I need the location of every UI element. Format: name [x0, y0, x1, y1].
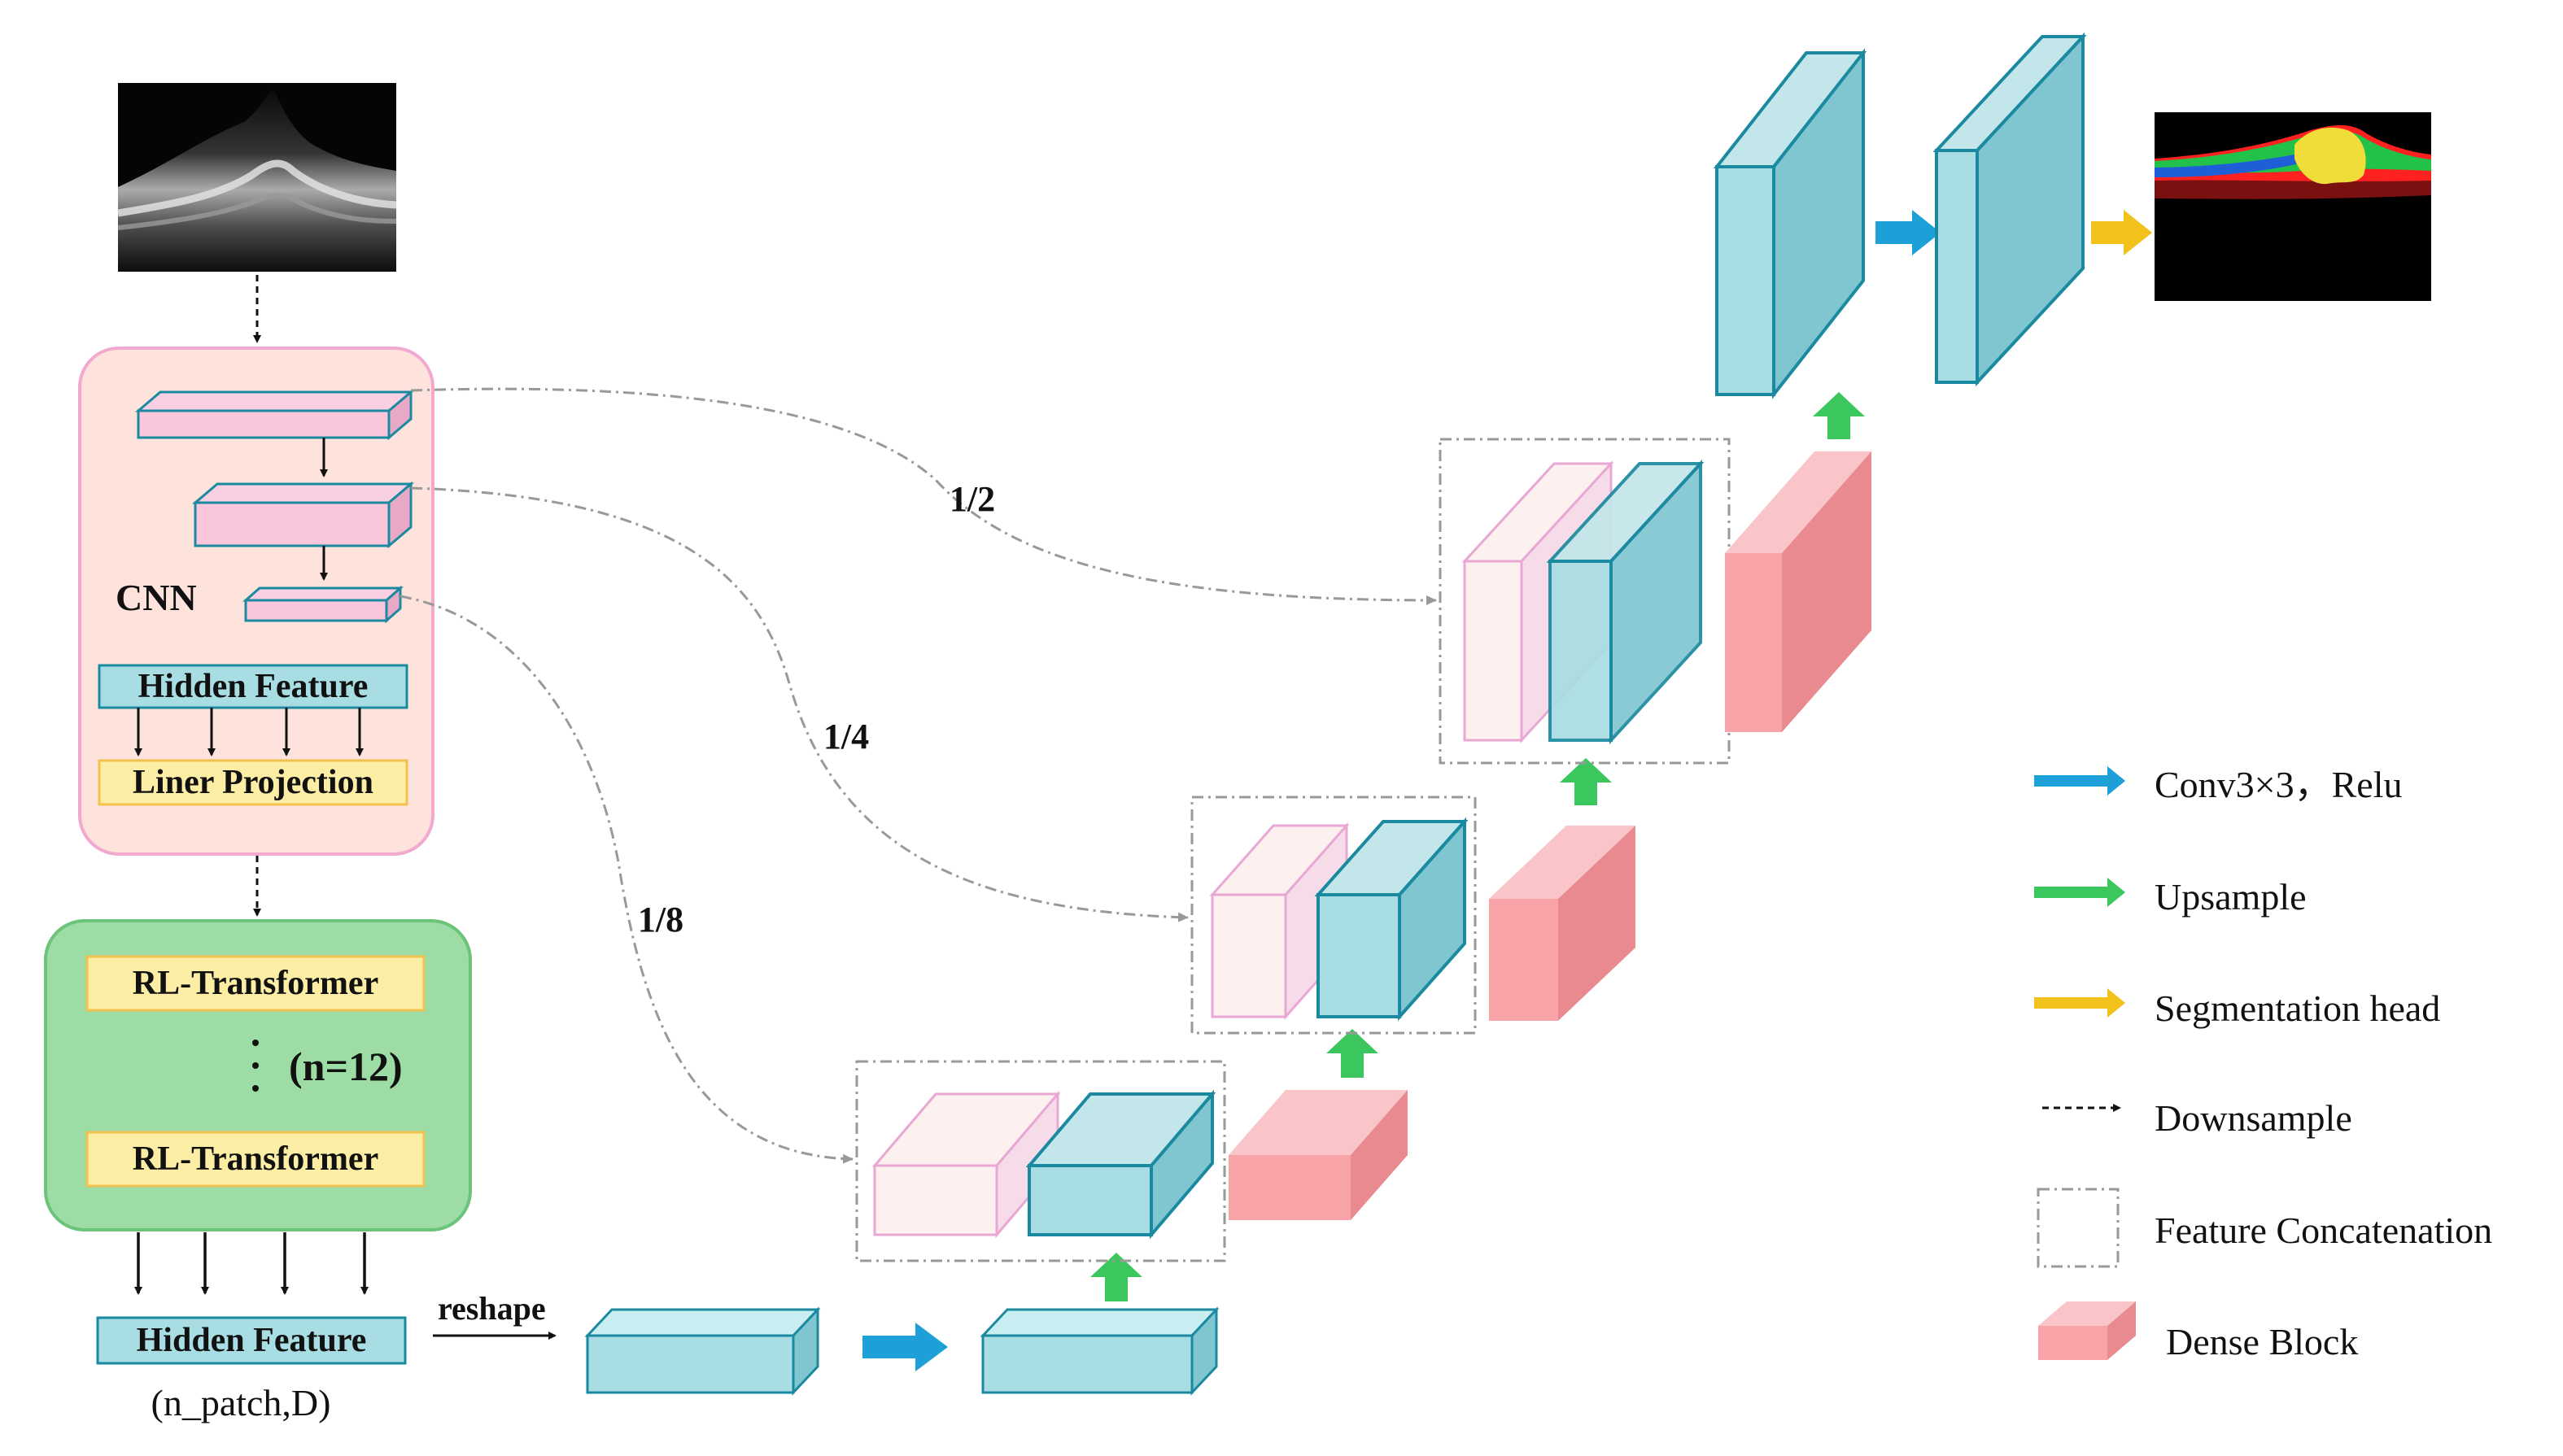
legend-item-concatenation: Feature Concatenation: [2037, 1188, 2492, 1268]
skip-connection-quarter: [410, 486, 1189, 922]
output-hidden-feature-label: Hidden Feature: [137, 1322, 367, 1359]
skip-label-half: 1/2: [950, 479, 995, 519]
cnn-block-3: [242, 585, 404, 624]
top-feature-map-1: [1713, 48, 1867, 399]
oct-input-image: [117, 83, 397, 272]
decoder-feature-block-stage-3: [1546, 459, 1705, 745]
cnn-label: CNN: [116, 577, 197, 618]
segmentation-output-image: [2155, 112, 2431, 301]
liner-projection-box: [98, 759, 408, 806]
dense-block-stage-1: [1229, 1090, 1408, 1220]
upsample-arrow-1: [1090, 1253, 1142, 1301]
transformer-output-arrows: [134, 1232, 369, 1295]
legend-label-downsample: Downsample: [2155, 1097, 2352, 1139]
legend-item-segmentation: Segmentation head: [2034, 987, 2440, 1029]
concat-box-stage-1: [855, 1060, 1226, 1262]
green-arrow-icon: [2034, 878, 2125, 907]
decoder-feature-block-stage-1: [1025, 1089, 1216, 1240]
vertical-ellipsis-icon: [252, 1040, 259, 1092]
segmentation-arrow: [2091, 210, 2152, 255]
legend-label-conv: Conv3×3，Relu: [2155, 764, 2403, 805]
rl-transformer-top-label: RL-Transformer: [133, 965, 378, 1002]
repeat-count-label: (n=12): [289, 1044, 403, 1089]
dashed-box-icon: [2037, 1188, 2120, 1268]
legend-label-upsample: Upsample: [2155, 876, 2307, 918]
cnn-encoder-panel: CNN Hidden Feature Liner Projection: [78, 347, 434, 856]
yellow-arrow-icon: [2034, 988, 2125, 1018]
conv-arrow-top: [1875, 210, 1941, 255]
cnn-block-1: [134, 389, 415, 441]
hidden-feature-box: [98, 664, 408, 709]
upsample-arrow-2: [1326, 1029, 1378, 1078]
skip-label-quarter: 1/4: [823, 717, 869, 756]
dense-block-stage-3: [1725, 451, 1871, 732]
rl-transformer-bottom: [85, 1131, 426, 1188]
cnn-block-2: [191, 481, 415, 549]
decoder-feature-block-stage-2: [1314, 817, 1469, 1022]
rl-transformer-bottom-label: RL-Transformer: [133, 1140, 378, 1178]
legend-item-conv: Conv3×3，Relu: [2034, 764, 2403, 805]
conv-feature-block-bottom: [980, 1306, 1220, 1396]
output-shape-label: (n_patch,D): [151, 1382, 331, 1423]
hidden-feature-label: Hidden Feature: [138, 668, 369, 705]
transformer-panel: RL-Transformer (n=12) RL-Transformer: [44, 919, 472, 1231]
legend: Conv3×3，Relu Upsample Segmentation head …: [2034, 764, 2492, 1362]
legend-item-dense-block: Dense Block: [2038, 1301, 2358, 1362]
concat-box-stage-2: [1190, 796, 1477, 1035]
rl-transformer-top: [85, 955, 426, 1012]
legend-item-upsample: Upsample: [2034, 876, 2307, 918]
blue-arrow-icon: [2034, 766, 2125, 796]
upsample-arrow-4: [1813, 392, 1865, 439]
reshape-label: reshape: [438, 1290, 546, 1327]
skip-connection-half: [410, 387, 1437, 605]
liner-projection-label: Liner Projection: [133, 764, 373, 801]
projection-arrows: [134, 708, 364, 756]
legend-label-dense-block: Dense Block: [2166, 1321, 2358, 1362]
skip-label-eighth: 1/8: [638, 900, 683, 939]
pink-block-icon: [2038, 1301, 2136, 1360]
output-hidden-feature-box: [96, 1316, 407, 1365]
skip-feature-block-stage-1: [871, 1090, 1061, 1239]
dense-block-stage-2: [1489, 826, 1635, 1021]
legend-label-concatenation: Feature Concatenation: [2155, 1210, 2492, 1251]
upsample-arrow-3: [1560, 758, 1612, 805]
legend-item-downsample: Downsample: [2042, 1097, 2352, 1139]
top-feature-map-2: [1932, 32, 2087, 387]
skip-feature-block-stage-2: [1209, 822, 1350, 1020]
legend-label-segmentation: Segmentation head: [2155, 987, 2440, 1029]
reshaped-feature-block: [584, 1306, 821, 1396]
conv-arrow-bottom: [862, 1323, 948, 1371]
